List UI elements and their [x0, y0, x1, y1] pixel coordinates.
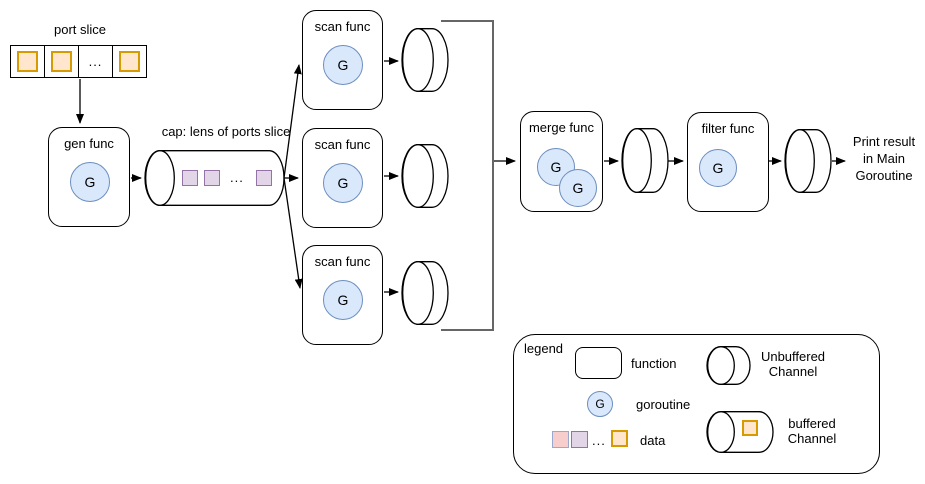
legend-function-label: function: [631, 356, 677, 371]
unbuffered-channel-1: [401, 28, 449, 92]
array-cell: [11, 46, 45, 77]
data-square-orange: [17, 51, 38, 72]
unbuffered-channel-3: [401, 261, 449, 325]
legend-unbuffered-channel: [706, 346, 751, 385]
arrow-channel-to-scan1: [283, 64, 302, 179]
legend-goroutine-circle: G: [587, 391, 613, 417]
legend-goroutine-label: goroutine: [636, 397, 691, 412]
goroutine-circle: G: [70, 162, 110, 202]
legend-unbuffered-label: Unbuffered Channel: [757, 349, 829, 379]
scan-func-box-3: scan func G: [302, 245, 383, 345]
scan-func-label: scan func: [314, 137, 371, 152]
port-slice-label: port slice: [53, 22, 107, 37]
data-square-orange: [119, 51, 140, 72]
buffered-channel-caption: cap: lens of ports slice: [161, 124, 291, 139]
legend-data-square-purple: [571, 431, 588, 448]
legend-data-square-orange: [611, 430, 628, 447]
scan-func-label: scan func: [314, 19, 371, 34]
legend-unbuffered-line2: Channel: [768, 364, 818, 379]
legend-function-shape: [575, 347, 622, 379]
scan-func-box-2: scan func G: [302, 128, 383, 228]
legend-title: legend: [524, 341, 564, 356]
merge-func-box: merge func G G: [520, 111, 603, 212]
unbuffered-channel-5: [784, 129, 832, 193]
goroutine-circle: G: [559, 169, 597, 207]
goroutine-circle: G: [323, 45, 363, 85]
buffered-channel-ellipsis: ...: [230, 170, 244, 185]
filter-func-label: filter func: [701, 121, 755, 136]
collector-bracket: [441, 20, 494, 331]
goroutine-circle: G: [323, 280, 363, 320]
gen-func-label: gen func: [64, 136, 114, 151]
scan-func-box-1: scan func G: [302, 10, 383, 110]
goroutine-circle: G: [323, 163, 363, 203]
data-square-purple: [256, 170, 272, 186]
print-result-text: Print result in Main Goroutine: [834, 133, 925, 184]
unbuffered-channel-4: [621, 128, 669, 193]
array-cell: [45, 46, 79, 77]
filter-func-box: filter func G: [687, 112, 769, 212]
legend-unbuffered-line1: Unbuffered: [760, 349, 826, 364]
legend-box: [513, 334, 880, 474]
legend-buffered-channel: [706, 411, 774, 453]
merge-func-label: merge func: [528, 120, 595, 135]
print-result-line1: Print result: [852, 134, 916, 149]
arrow-channel-to-scan3: [283, 177, 303, 289]
legend-data-square-pink: [552, 431, 569, 448]
scan-func-label: scan func: [314, 254, 371, 269]
data-square-purple: [204, 170, 220, 186]
legend-buffered-line2: Channel: [787, 431, 837, 446]
gen-func-box: gen func G: [48, 127, 130, 227]
legend-buffered-label: buffered Channel: [777, 416, 847, 446]
array-cell: [113, 46, 146, 77]
unbuffered-channel-2: [401, 144, 449, 208]
legend-buffered-line1: buffered: [788, 416, 836, 431]
print-result-line2: in Main: [863, 151, 905, 166]
legend-data-label: data: [640, 433, 666, 448]
print-result-line3: Goroutine: [855, 168, 913, 183]
goroutine-circle: G: [699, 149, 737, 187]
port-slice-array: ...: [10, 45, 147, 78]
data-square-orange: [51, 51, 72, 72]
array-cell-ellipsis: ...: [79, 46, 113, 77]
legend-buffered-data-square: [742, 420, 758, 436]
data-square-purple: [182, 170, 198, 186]
legend-data-ellipsis: ...: [592, 433, 606, 448]
